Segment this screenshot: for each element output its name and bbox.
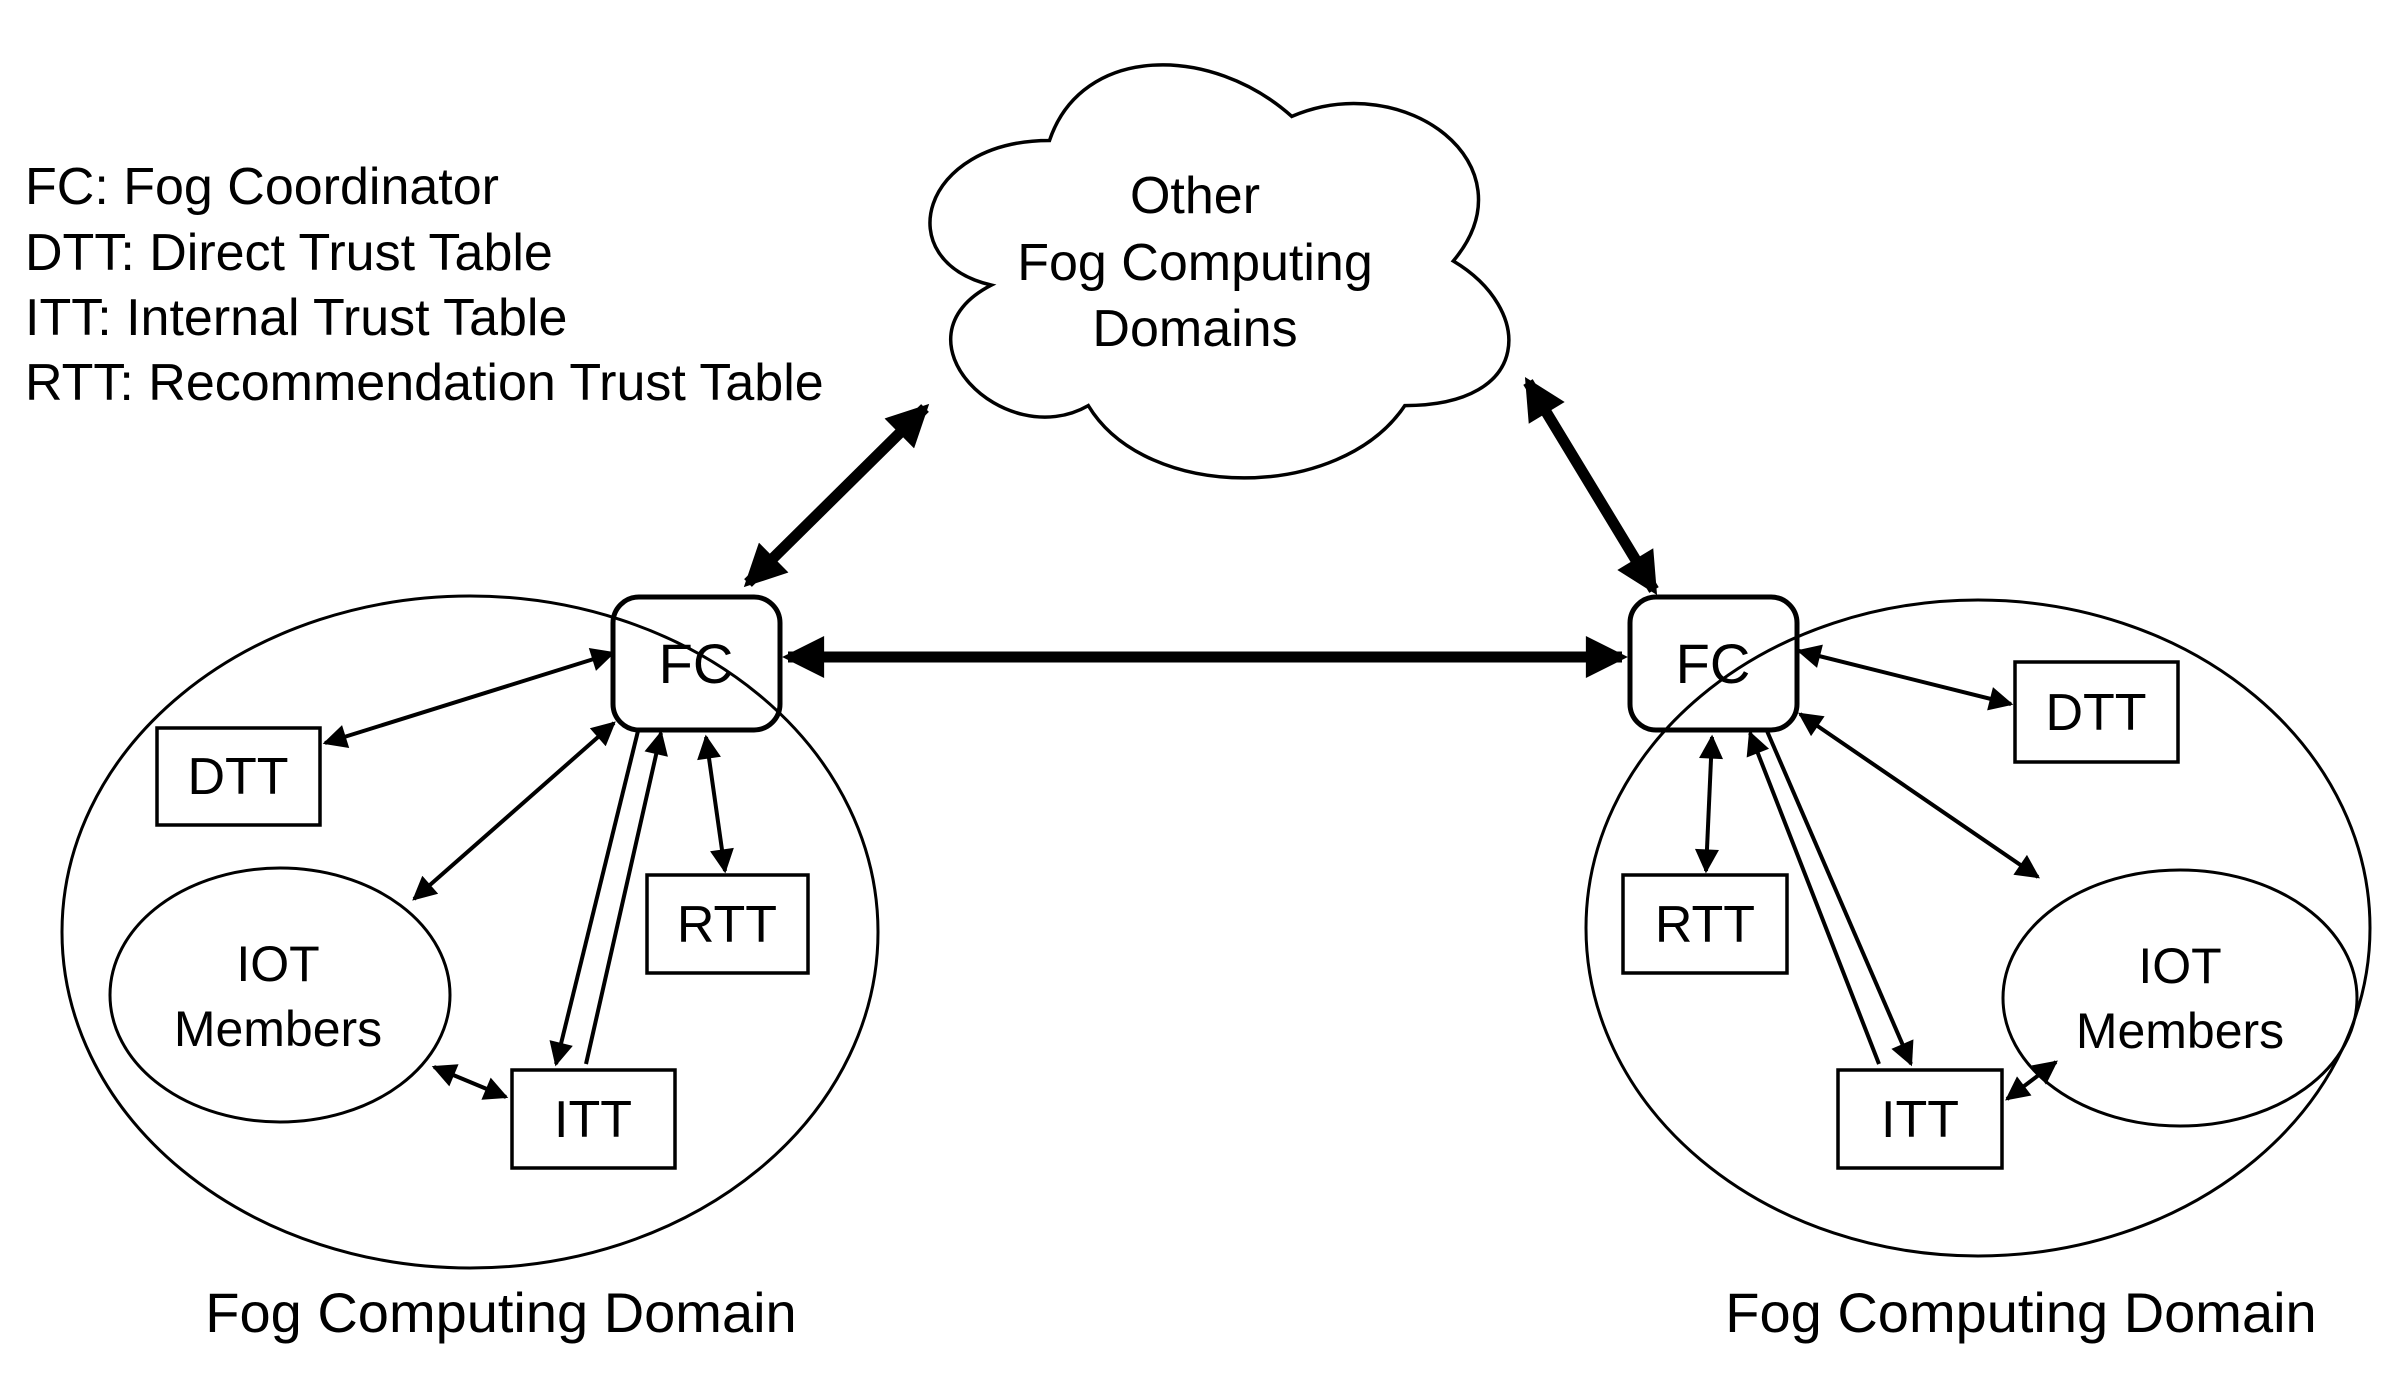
right-connector-fc-itt-down [1765, 730, 1914, 1067]
left-itt-label: ITT [554, 1091, 632, 1149]
right-iot-label-line-1: IOT [2138, 938, 2221, 994]
right-connector-fc-iot [1798, 712, 2040, 879]
left-iot-label-line-2: Members [174, 1001, 382, 1057]
right-domain-ellipse [1584, 598, 2372, 1258]
left-dtt-box [155, 726, 322, 827]
left-connector-fc-iot [412, 721, 616, 901]
left-rtt-label: RTT [677, 896, 777, 954]
cloud-label-line-3: Domains [1092, 300, 1297, 358]
right-connector-fc-dtt [1796, 644, 2014, 711]
left-domain-caption: Fog Computing Domain [205, 1281, 796, 1344]
right-rtt-box [1621, 873, 1789, 975]
left-iot-label-line-1: IOT [236, 936, 319, 992]
right-iot-label-line-2: Members [2076, 1003, 2284, 1059]
left-fc-box [610, 594, 783, 733]
left-fc-label: FC [659, 632, 734, 695]
right-domain-caption: Fog Computing Domain [1725, 1281, 2316, 1344]
left-dtt-label: DTT [187, 748, 288, 806]
left-connector-iot-itt [431, 1064, 509, 1100]
right-dtt-box [2013, 660, 2180, 764]
left-rtt-box [645, 873, 810, 975]
right-rtt-label: RTT [1655, 896, 1755, 954]
right-itt-label: ITT [1881, 1091, 1959, 1149]
connector-right-fc-cloud [1523, 376, 1659, 596]
right-iot-members-ellipse [2001, 868, 2359, 1128]
connector-left-fc-cloud [743, 403, 930, 588]
cloud-label-line-1: Other [1130, 167, 1260, 225]
right-connector-fc-rtt [1694, 734, 1724, 874]
other-fog-domains-cloud [928, 63, 1511, 480]
left-iot-members-ellipse [108, 866, 452, 1124]
legend: FC: Fog Coordinator DTT: Direct Trust Ta… [25, 158, 824, 412]
right-connector-iot-itt [2005, 1060, 2058, 1101]
left-connector-fc-rtt [697, 734, 734, 874]
left-connector-fc-dtt [322, 647, 616, 749]
cloud-label-line-2: Fog Computing [1017, 234, 1373, 292]
right-connector-itt-fc-up [1746, 730, 1881, 1065]
left-connector-itt-fc-up [584, 730, 668, 1065]
left-itt-box [510, 1068, 677, 1170]
left-connector-fc-itt-down [549, 730, 640, 1067]
right-fc-label: FC [1676, 632, 1751, 695]
legend-line-itt: ITT: Internal Trust Table [25, 289, 567, 347]
legend-line-fc: FC: Fog Coordinator [25, 158, 499, 216]
legend-line-rtt: RTT: Recommendation Trust Table [25, 354, 824, 412]
cloud-label: Other Fog Computing Domains [1017, 167, 1373, 358]
right-fc-box [1627, 594, 1800, 733]
legend-line-dtt: DTT: Direct Trust Table [25, 224, 553, 282]
left-domain-ellipse [60, 594, 880, 1270]
right-itt-box [1836, 1068, 2004, 1170]
right-dtt-label: DTT [2045, 684, 2146, 742]
